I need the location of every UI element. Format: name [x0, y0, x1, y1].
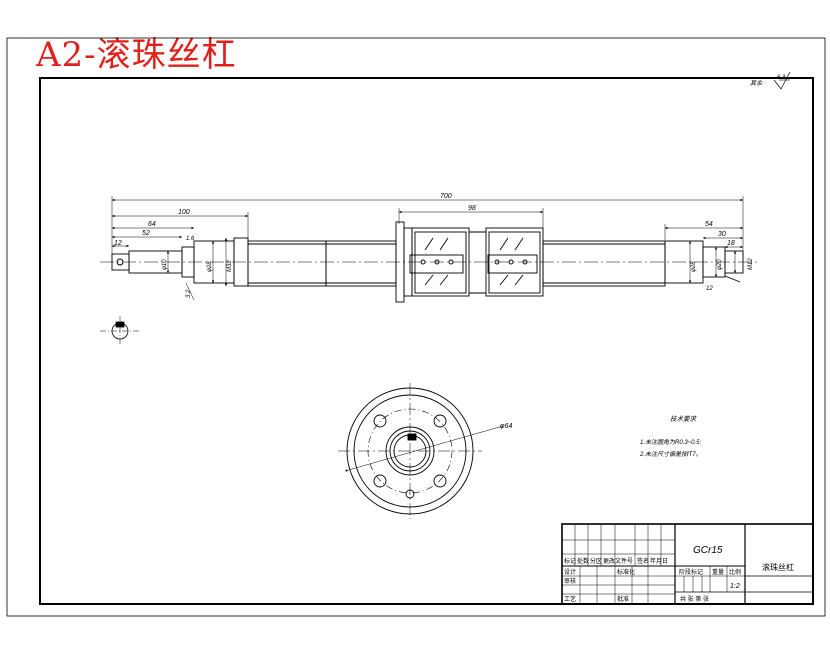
dim-ra-left: 3.2: [186, 289, 192, 298]
inner-border: [39, 77, 814, 605]
dim-dia-12: M12: [748, 258, 754, 270]
tb-scale-label: 比例: [729, 568, 741, 576]
dimension-labels: 700 100 64 52 12 1.6 98 54 30 18 12 φ10 …: [114, 193, 754, 298]
shaft-front-view: [100, 221, 760, 303]
tb-part-name: 滚珠丝杠: [762, 562, 794, 572]
technical-requirements: 技术要求 1.未注圆角为R0.3~0.5; 2.未注尺寸偏差按IT7。: [639, 415, 702, 458]
dim-nut-98: 98: [468, 205, 476, 212]
dim-overall: 700: [440, 193, 452, 200]
dim-dia-32: M32: [227, 260, 233, 272]
tb-material: GCr15: [693, 545, 723, 556]
dim-right-18: 18: [727, 240, 735, 247]
dim-dia-20: φ20: [717, 259, 723, 270]
dim-left-ra: 1.6: [186, 236, 195, 242]
dim-left-12: 12: [114, 240, 122, 247]
drawing-title: A2-滚珠丝杠: [36, 35, 237, 75]
tb-weight-label: 重量: [712, 568, 724, 576]
roughness-symbol: 其余 6.3: [750, 71, 791, 90]
dim-right-12: 12: [706, 286, 713, 292]
tb-row-design: 设计: [564, 568, 576, 576]
dim-left-52: 52: [142, 230, 150, 237]
dim-dia-28-right: φ28: [691, 261, 697, 272]
title-block: [561, 523, 814, 605]
dim-right-54: 54: [705, 221, 713, 228]
tb-header-mark: 标记: [564, 557, 576, 565]
dim-dia-10: φ10: [162, 259, 168, 270]
tech-req-heading: 技术要求: [670, 415, 698, 423]
tb-row-process: 工艺: [564, 595, 576, 603]
flange-dia-label: φ64: [500, 423, 512, 430]
tb-standardize: 标准化: [617, 568, 635, 576]
tb-header-file: 更改文件号: [603, 557, 633, 565]
flange-end-view: [338, 383, 504, 519]
outer-border: [6, 37, 826, 617]
tb-header-sign: 签名: [637, 557, 649, 565]
tech-req-item-2: 2.未注尺寸偏差按IT7。: [639, 450, 702, 458]
roughness-value: 6.3: [777, 75, 786, 81]
tech-req-item-1: 1.未注圆角为R0.3~0.5;: [640, 438, 702, 446]
dim-left-100: 100: [178, 209, 190, 216]
tb-scale-value: 1:2: [730, 583, 740, 590]
tb-sheet-text: 共 张 第 张: [680, 595, 709, 603]
roughness-prefix: 其余: [750, 79, 763, 87]
tb-approve: 批准: [617, 595, 629, 603]
dimension-lines: [111, 196, 744, 301]
section-view-keyway: [100, 316, 140, 346]
tb-header-zone: 分区: [590, 557, 602, 565]
dim-right-30: 30: [718, 231, 726, 238]
title-block-text: 标记 处数 分区 更改文件号 签名 年月日 设计 标准化 审核 工艺 批准 GC…: [564, 545, 794, 603]
tb-header-date: 年月日: [650, 557, 668, 565]
tb-header-count: 处数: [577, 557, 589, 565]
tb-row-review: 审核: [564, 577, 576, 585]
dim-left-64: 64: [148, 221, 156, 228]
dim-dia-28-left: φ28: [207, 261, 213, 272]
tb-stage-label: 阶段标记: [679, 568, 703, 576]
